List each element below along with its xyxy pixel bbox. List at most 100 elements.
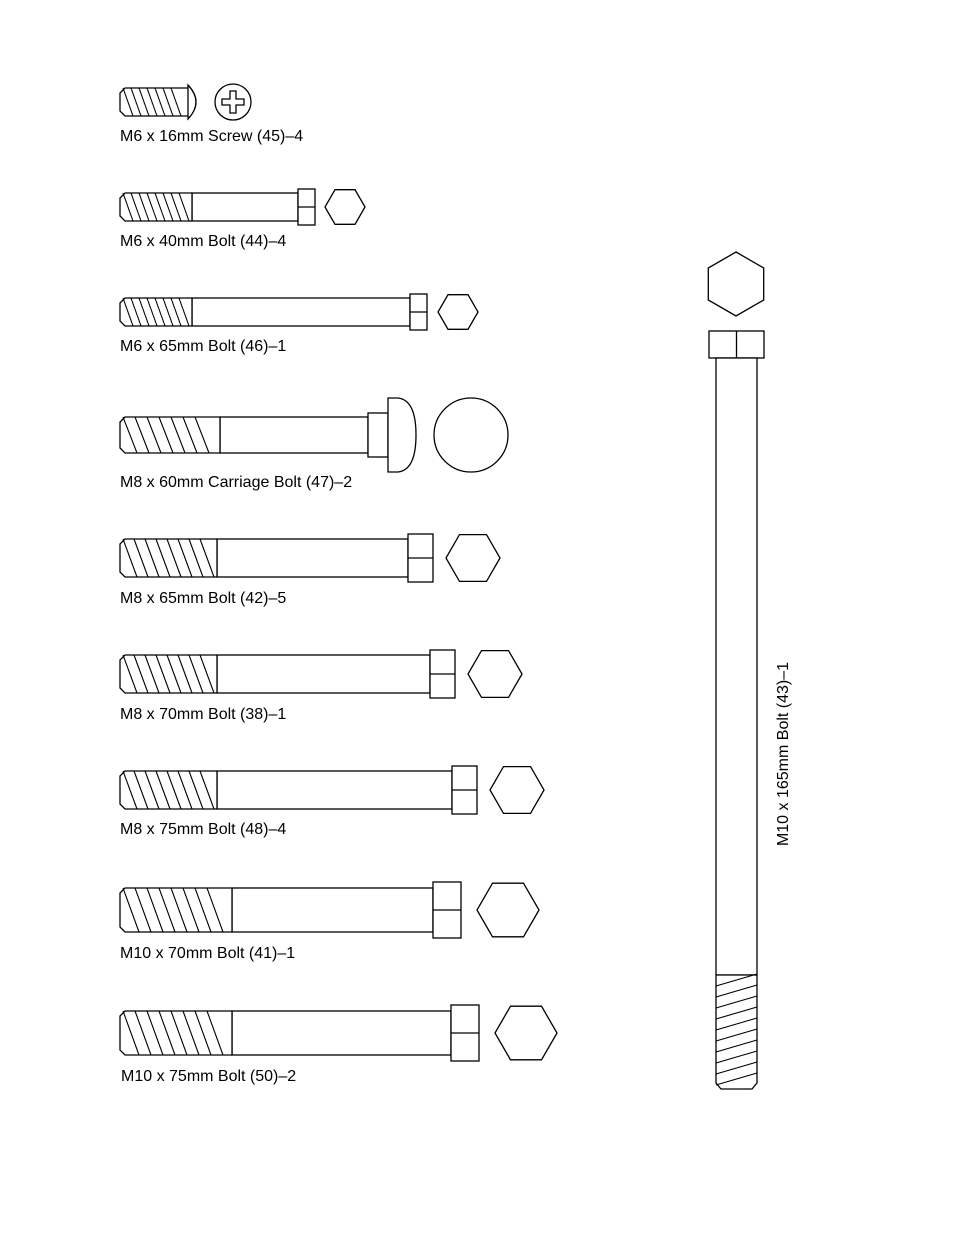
thread-line [715,973,758,987]
thread-line [158,887,176,933]
thread-line [166,770,182,810]
thread-line [206,1010,224,1056]
thread-line [194,416,210,454]
bolt-shank [715,357,758,976]
bolt-threads [119,887,232,933]
thread-line [138,192,150,222]
thread-line [715,1017,758,1031]
bolt-m10x75 [119,1004,558,1062]
bolt-m8x65 [119,533,501,583]
thread-line [162,192,174,222]
thread-line [715,1050,758,1064]
thread-line [188,538,204,578]
thread-line [133,770,149,810]
thread-line [158,416,174,454]
hex-head-end-view-icon [437,294,479,330]
screw-m6x16 [119,83,252,121]
bolt-shank [191,192,299,222]
thread-line [715,1028,758,1042]
bolt-shank [216,654,431,694]
bolt-shank [219,416,369,454]
hex-head-end-view-icon [489,765,545,815]
thread-line [177,654,193,694]
thread-line [715,995,758,1009]
thread-line [715,984,758,998]
thread-line [154,87,166,117]
thread-outline [119,887,232,933]
bolt-shank [191,297,411,327]
bolt-m10x165 [707,251,765,1090]
thread-line [122,192,134,222]
thread-line [194,887,212,933]
bolt-m6x40 [119,188,366,226]
thread-line [138,297,150,327]
thread-line [122,297,134,327]
thread-line [188,654,204,694]
screw-pan-head [187,83,197,121]
thread-line [162,297,174,327]
hex-head-end-view-icon [707,251,765,317]
thread-line [170,1010,188,1056]
bolt-threads [119,538,217,578]
thread-line [182,1010,200,1056]
thread-line [130,87,142,117]
thread-line [130,192,142,222]
thread-line [177,538,193,578]
bolt-threads [119,192,192,222]
bolt-m8x70 [119,649,523,699]
thread-line [715,1039,758,1053]
thread-line [144,654,160,694]
part-label-m8x60-carriage-bolt: M8 x 60mm Carriage Bolt (47)–2 [120,474,353,491]
thread-line [199,654,215,694]
bolt-shank [231,1010,452,1056]
thread-line [122,87,134,117]
thread-line [158,1010,176,1056]
bolt-threads [119,654,217,694]
thread-line [182,416,198,454]
carriage-bolt-m8x60 [119,397,509,473]
thread-line [144,538,160,578]
thread-line [199,770,215,810]
thread-line [133,654,149,694]
phillips-cross-icon [221,90,245,114]
part-label-m8x70-bolt: M8 x 70mm Bolt (38)–1 [120,706,287,723]
part-label-m8x75-bolt: M8 x 75mm Bolt (48)–4 [120,821,287,838]
thread-line [122,416,138,454]
thread-line [715,1061,758,1075]
thread-line [122,887,140,933]
thread-line [170,297,182,327]
thread-line [122,654,138,694]
carriage-neck [367,412,389,458]
thread-line [122,770,138,810]
thread-line [194,1010,212,1056]
thread-line [146,192,158,222]
bolt-shank [231,887,434,933]
part-label-m10x70-bolt: M10 x 70mm Bolt (41)–1 [120,945,296,962]
bolt-threads [119,1010,232,1056]
thread-line [166,538,182,578]
thread-line [170,87,182,117]
hex-head-end-view-icon [476,882,540,938]
thread-line [134,416,150,454]
thread-line [199,538,215,578]
thread-line [122,1010,140,1056]
thread-line [170,192,182,222]
screw-threads [119,87,188,117]
hex-head-end-view-icon [494,1005,558,1061]
thread-line [154,192,166,222]
bolt-threads [119,770,217,810]
thread-line [178,192,190,222]
thread-line [170,416,186,454]
part-label-m6x16-screw: M6 x 16mm Screw (45)–4 [120,128,304,145]
bolt-m8x75 [119,765,545,815]
thread-line [170,887,188,933]
thread-outline [119,87,188,117]
thread-line [146,1010,164,1056]
thread-line [182,887,200,933]
part-label-m6x65-bolt: M6 x 65mm Bolt (46)–1 [120,338,287,355]
part-label-m10x75-bolt: M10 x 75mm Bolt (50)–2 [121,1068,297,1085]
part-label-m8x65-bolt: M8 x 65mm Bolt (42)–5 [120,590,287,607]
thread-line [177,770,193,810]
thread-line [134,1010,152,1056]
